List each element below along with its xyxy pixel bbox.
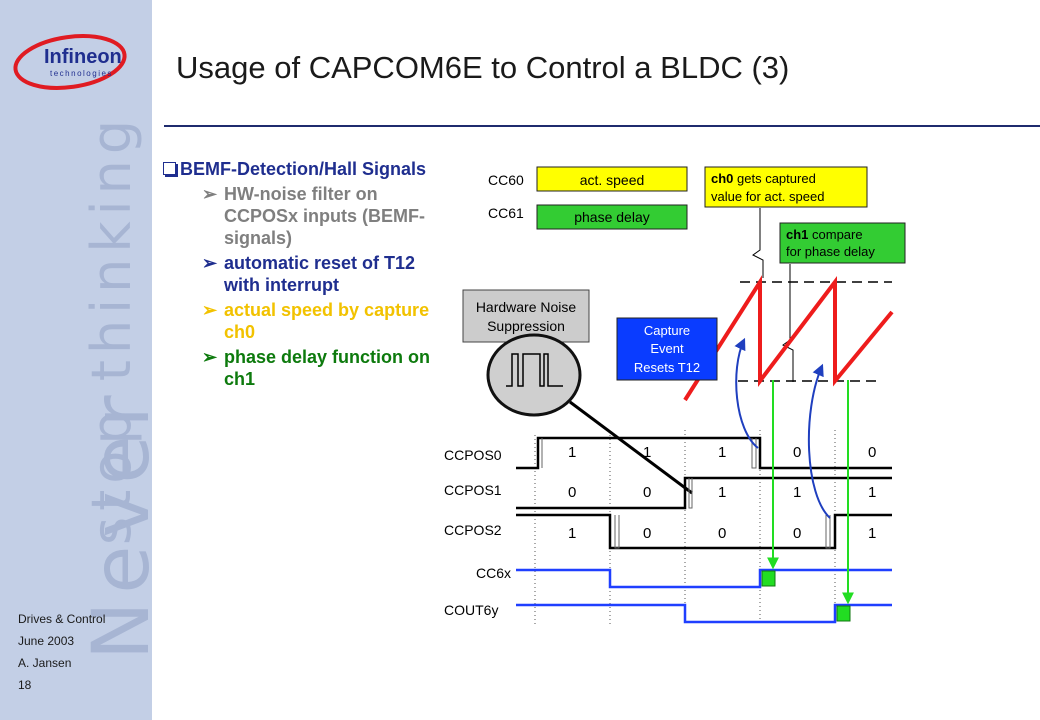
bullet-item-phase-delay: ➢ phase delay function on ch1 (160, 346, 435, 390)
register-cc61-box (536, 204, 688, 230)
callout-ch0-line2: value for act. speed (711, 189, 824, 204)
noise-pointer-line (569, 400, 693, 495)
callout-ch0-line1: ch0 gets captured (711, 171, 816, 186)
callout-ch0-bold: ch0 (711, 171, 733, 186)
callout-ch1-leader (782, 264, 794, 382)
sidebar (0, 0, 152, 720)
ccpos2-value: 0 (643, 525, 651, 542)
noise-suppression-box (462, 289, 590, 343)
ccpos0-glitch2 (751, 438, 757, 469)
capture-event-line1: Capture (644, 323, 690, 338)
bullet-heading-text: BEMF-Detection/Hall Signals (180, 159, 427, 179)
signal-cc6x-name: CC6x (476, 565, 511, 581)
ccpos2-value: 1 (568, 525, 576, 542)
bullet-list: BEMF-Detection/Hall Signals ➢ HW-noise f… (160, 158, 435, 390)
ccpos1-value: 1 (868, 484, 876, 501)
infineon-logo: Infineon technologies (13, 34, 127, 90)
signal-cout6y-waveform (516, 603, 892, 624)
arrow-bullet-icon: ➢ (202, 184, 218, 204)
bullet-item-text: phase delay function on ch1 (224, 347, 431, 389)
register-cc61-label: phase delay (574, 209, 650, 225)
dotted-guides (534, 430, 836, 625)
ccpos2-glitch (614, 515, 620, 549)
footer-page-number: 18 (18, 678, 32, 692)
cout6y-pulse-marker (836, 605, 851, 622)
ccpos0-values: 1 1 1 0 0 (568, 444, 876, 461)
page-title: Usage of CAPCOM6E to Control a BLDC (3) (176, 50, 790, 85)
register-cc60-label: act. speed (580, 172, 645, 188)
ccpos0-value: 1 (643, 444, 651, 461)
footer-info: Drives & Control June 2003 A. Jansen 18 (18, 608, 105, 696)
bullet-item-auto-reset: ➢ automatic reset of T12 with interrupt (160, 252, 435, 296)
ccpos1-value: 1 (718, 484, 726, 501)
signal-ccpos1-name: CCPOS1 (444, 482, 502, 498)
ccpos2-values: 1 0 0 0 1 (568, 525, 876, 542)
signal-ccpos2-waveform (516, 513, 892, 550)
ccpos0-value: 1 (568, 444, 576, 461)
callout-ch0-box (704, 166, 868, 208)
ccpos2-value: 0 (793, 525, 801, 542)
bullet-item-noise-filter: ➢ HW-noise filter on CCPOSx inputs (BEMF… (160, 183, 435, 249)
noise-magnifier-circle (486, 333, 582, 417)
callout-ch1-bold: ch1 (786, 227, 808, 242)
ccpos2-value: 0 (718, 525, 726, 542)
watermark-never: Never (77, 387, 152, 660)
logo-subtitle: technologies (50, 69, 113, 78)
arrow-bullet-icon: ➢ (202, 347, 218, 367)
noise-glitch-waveform (506, 353, 563, 387)
footer-author: A. Jansen (18, 656, 72, 670)
ccpos1-value: 1 (793, 484, 801, 501)
callout-ch0-leader (752, 208, 764, 278)
capture-event-line2: Event (650, 341, 684, 356)
ccpos0-value: 0 (868, 444, 876, 461)
bullet-heading: BEMF-Detection/Hall Signals (160, 158, 435, 180)
checkbox-bullet-icon (163, 162, 176, 175)
register-cc60-box (536, 166, 688, 192)
noise-suppression-line1: Hardware Noise (476, 299, 577, 315)
register-cc61-name: CC61 (488, 205, 524, 221)
ccpos2-value: 1 (868, 525, 876, 542)
bullet-item-text: actual speed by capture ch0 (224, 300, 430, 342)
bullet-item-text: automatic reset of T12 with interrupt (224, 253, 416, 295)
arrow-bullet-icon: ➢ (202, 300, 218, 320)
title-divider (164, 125, 1040, 127)
bullet-item-actual-speed: ➢ actual speed by capture ch0 (160, 299, 435, 343)
bullet-item-text: HW-noise filter on CCPOSx inputs (BEMF-s… (224, 184, 425, 248)
signal-cc6x-waveform (516, 568, 892, 589)
blue-curve-arrow-1 (734, 337, 759, 449)
capture-event-box (616, 317, 718, 381)
callout-ch0-text: gets captured (733, 171, 815, 186)
t12-sawtooth (683, 275, 894, 402)
blue-curve-arrow-2 (807, 363, 831, 519)
signal-ccpos1-waveform (516, 476, 892, 510)
watermark-stop-thinking: stop thinking (80, 114, 143, 545)
footer-date: June 2003 (18, 634, 75, 648)
logo-brand: Infineon (44, 46, 122, 68)
signal-cout6y-name: COUT6y (444, 602, 498, 618)
ccpos1-value: 0 (568, 484, 576, 501)
capture-event-line3: Resets T12 (634, 360, 700, 375)
arrow-bullet-icon: ➢ (202, 253, 218, 273)
callout-ch1-box (779, 222, 906, 264)
register-cc60-name: CC60 (488, 172, 524, 188)
noise-suppression-line2: Suppression (487, 318, 565, 334)
ccpos1-value: 0 (643, 484, 651, 501)
ccpos2-glitch2 (825, 515, 831, 549)
watermark-never-stop-thinking: stop thinking Never (77, 114, 152, 660)
signal-ccpos0-waveform (516, 436, 892, 470)
footer-department: Drives & Control (18, 612, 106, 626)
callout-ch1-line1: ch1 compare (786, 227, 863, 242)
timing-diagram: CC60 act. speed CC61 phase delay ch0 get… (444, 166, 906, 625)
callout-ch1-text: compare (808, 227, 862, 242)
callout-ch1-line2: for phase delay (786, 244, 875, 259)
ccpos1-glitch (688, 478, 693, 509)
ccpos0-value: 1 (718, 444, 726, 461)
signal-ccpos0-name: CCPOS0 (444, 447, 502, 463)
ccpos0-value: 0 (793, 444, 801, 461)
cc6x-pulse-marker (761, 570, 776, 587)
signal-ccpos2-name: CCPOS2 (444, 522, 502, 538)
ccpos1-values: 0 0 1 1 1 (568, 484, 876, 501)
